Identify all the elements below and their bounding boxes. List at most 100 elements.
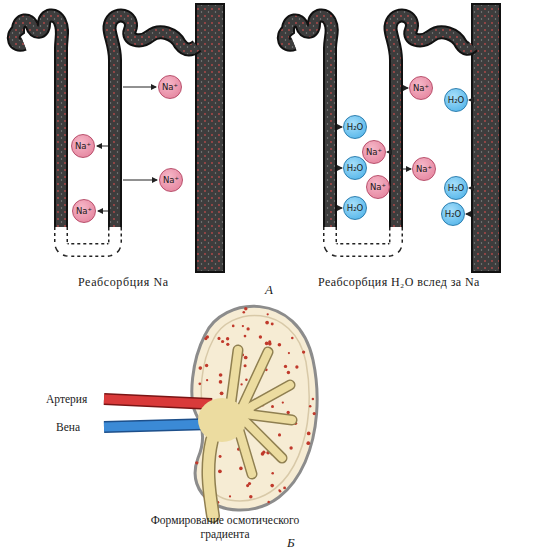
label: Реабсорбция Na	[78, 275, 169, 289]
tubule	[391, 15, 473, 228]
flow-arrow	[123, 87, 156, 88]
dot	[289, 446, 292, 449]
dot	[195, 461, 198, 464]
kidney	[104, 306, 317, 516]
caption: Формирование осмотического градиента	[140, 513, 310, 541]
dot	[271, 323, 274, 326]
ion-label: Na⁺	[162, 83, 178, 92]
nephron-right	[284, 4, 500, 272]
dot	[205, 364, 208, 367]
flow-arrow	[403, 88, 408, 89]
dot	[282, 401, 284, 403]
nephron-left	[14, 4, 224, 272]
flow-arrow	[337, 168, 342, 169]
dot	[309, 405, 311, 407]
ion-circle: H₂O	[444, 88, 468, 112]
dot	[312, 398, 315, 401]
label: Артерия	[46, 392, 87, 406]
dot	[245, 378, 248, 381]
dot	[244, 356, 248, 360]
dot	[244, 335, 247, 338]
dot	[278, 343, 282, 347]
collecting-duct	[472, 4, 500, 272]
vein	[104, 424, 212, 427]
dot	[218, 469, 222, 473]
dot	[279, 490, 281, 492]
dot	[267, 313, 269, 315]
dot	[249, 495, 253, 499]
ion-label: Na⁺	[163, 176, 179, 185]
label: Вена	[56, 420, 80, 434]
thin-segment	[61, 227, 115, 250]
artery	[104, 399, 212, 404]
vein	[104, 424, 212, 427]
dot	[229, 495, 231, 497]
dot	[206, 379, 208, 381]
dot	[283, 486, 286, 489]
artery	[104, 399, 212, 404]
ion-label: H₂O	[347, 204, 364, 213]
flow-arrow	[123, 180, 157, 181]
ion-label: Na⁺	[366, 148, 382, 157]
label: Б	[287, 536, 295, 550]
flow-arrow	[466, 214, 471, 215]
dot	[244, 307, 247, 310]
ion-circle: Na⁺	[362, 140, 386, 164]
ion-label: Na⁺	[75, 142, 91, 151]
dot	[265, 342, 269, 346]
label: Реабсорбция H₂O вслед за Na	[318, 275, 480, 289]
dot	[198, 382, 201, 385]
flow-arrow	[337, 127, 342, 128]
dot	[242, 325, 244, 327]
label: А	[265, 283, 273, 297]
ion-circle: H₂O	[444, 176, 468, 200]
dot	[244, 364, 247, 367]
tubule	[110, 15, 197, 228]
thin-segment	[330, 227, 396, 250]
flow-arrow	[469, 188, 471, 189]
flow-arrow	[98, 211, 108, 212]
ion-label: Na⁺	[413, 84, 429, 93]
dot	[246, 484, 249, 487]
flow-arrow	[403, 169, 411, 170]
dot	[262, 451, 265, 454]
flow-arrow	[469, 100, 471, 101]
ion-label: H₂O	[448, 96, 465, 105]
ion-circle: Na⁺	[158, 75, 182, 99]
tubule	[14, 15, 62, 228]
calyx	[245, 414, 292, 420]
calyx	[245, 414, 292, 420]
pelvis-center	[198, 398, 246, 442]
dot	[287, 411, 290, 414]
dot	[267, 501, 270, 504]
dot	[226, 337, 229, 340]
collecting-duct	[196, 4, 224, 272]
ion-circle: H₂O	[343, 115, 367, 139]
dot	[198, 366, 202, 370]
flow-arrow	[97, 146, 108, 147]
dot	[271, 472, 274, 475]
ion-circle: Na⁺	[159, 168, 183, 192]
ion-label: Na⁺	[416, 165, 432, 174]
dot	[271, 405, 274, 408]
thin-segment	[61, 227, 115, 250]
ion-circle: H₂O	[441, 202, 465, 226]
tubule-wall	[110, 15, 197, 228]
calyx	[245, 385, 290, 410]
dot	[259, 335, 262, 338]
dot	[240, 383, 242, 385]
ion-label: H₂O	[448, 184, 465, 193]
dot	[270, 484, 274, 488]
dot	[265, 321, 269, 325]
dot	[232, 325, 235, 328]
dot	[217, 337, 220, 340]
dot	[288, 352, 290, 354]
ion-label: Na⁺	[76, 207, 92, 216]
dot	[219, 455, 222, 458]
dot	[246, 327, 249, 330]
ion-label: H₂O	[347, 164, 364, 173]
ion-circle: Na⁺	[409, 76, 433, 100]
dot	[287, 371, 290, 374]
ion-circle: Na⁺	[412, 157, 436, 181]
